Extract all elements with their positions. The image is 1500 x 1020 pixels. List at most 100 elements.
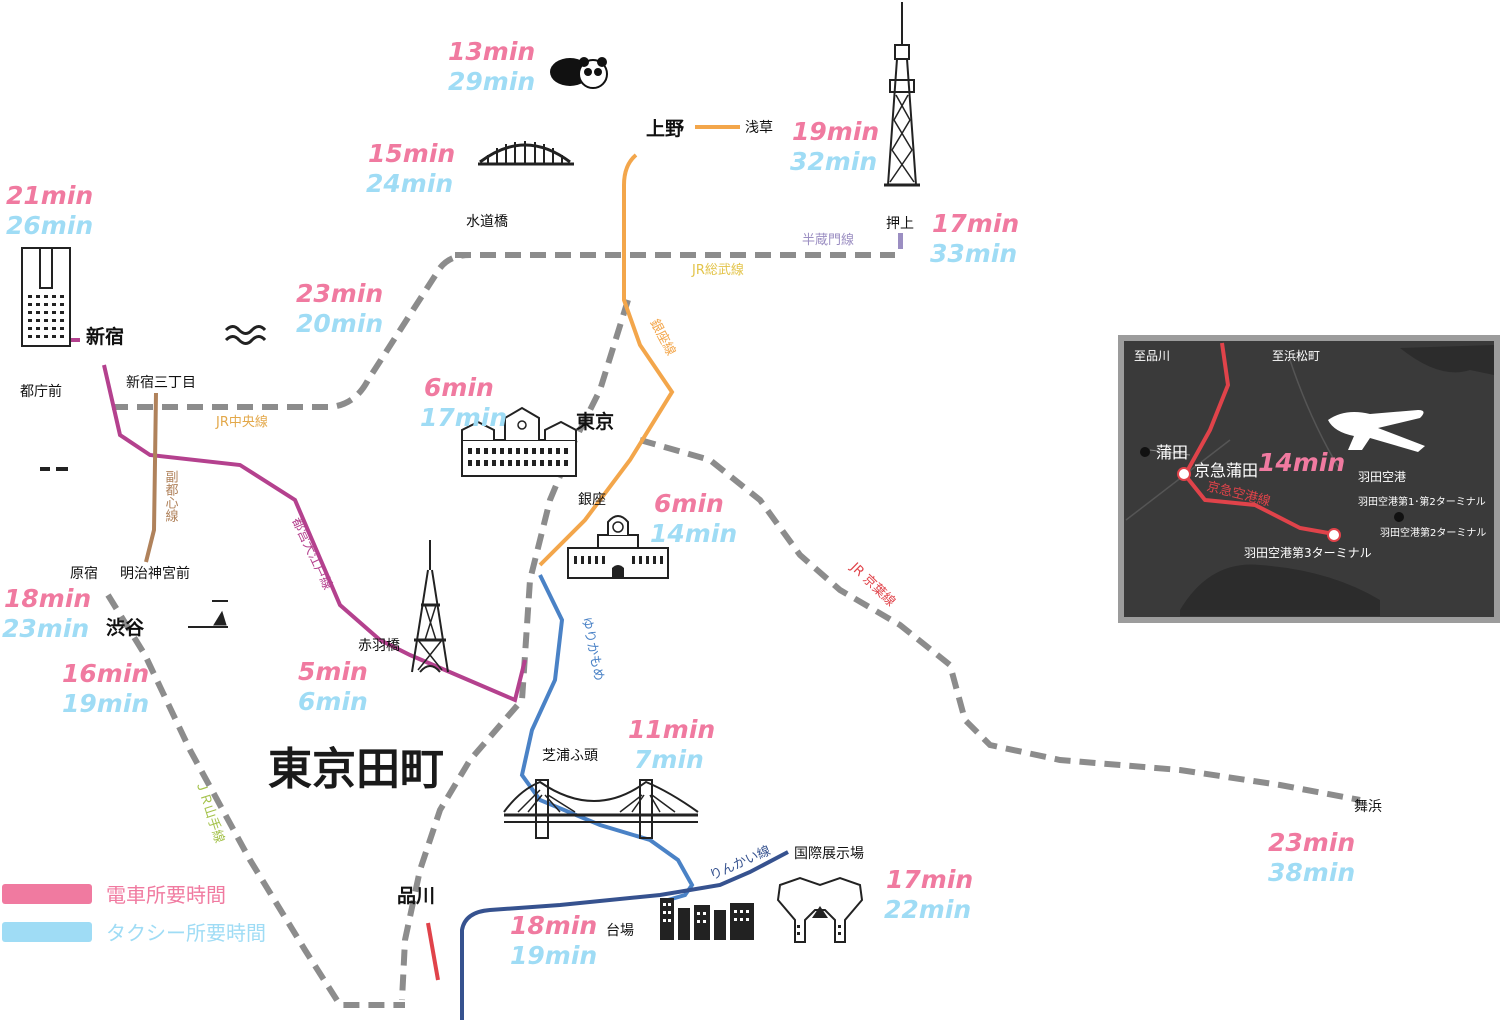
station-oshiage: 押上 — [886, 216, 914, 232]
station-akabanebashi: 赤羽橋 — [358, 638, 400, 654]
ueno-zoo-taxi-time: 29min — [448, 67, 535, 96]
tokyo-taxi-time: 17min — [420, 403, 507, 432]
jr-keiyo-line — [639, 437, 1361, 803]
maihama-rail-time: 23min — [1268, 828, 1355, 857]
inset-terminal-3: 羽田空港第3ターミナル — [1244, 546, 1372, 560]
line-label-jr-chuo: JR中央線 — [215, 414, 268, 430]
rainbow-bridge-icon — [503, 779, 699, 839]
ueno-zoo-rail-time: 13min — [448, 37, 535, 66]
station-shinjuku: 新宿 — [86, 325, 124, 348]
inset-terminal-3-dot — [1327, 528, 1341, 542]
bigsight-taxi-time: 22min — [884, 895, 971, 924]
oedo-line — [102, 364, 527, 703]
daiba-rail-time: 18min — [510, 911, 597, 940]
tocho-building-icon — [21, 247, 71, 347]
line-label-fukutoshin: 副都心線 — [163, 470, 179, 522]
inset-kamata-dot — [1140, 447, 1150, 457]
station-daiba: 台場 — [606, 923, 634, 939]
inset-terminal-2-dot — [1394, 512, 1404, 522]
daiba-taxi-time: 19min — [510, 941, 597, 970]
inset-keikyu-kamata-dot — [1177, 467, 1191, 481]
station-ueno: 上野 — [646, 118, 684, 140]
line-label-yurikamome: ゆりかもめ — [578, 616, 606, 683]
haneda-inset-map: 至品川 至浜松町 蒲田 京急蒲田 京急空港線 14min 羽田空港 羽田空港第1… — [1118, 335, 1500, 623]
suidobashi-taxi-time: 24min — [366, 169, 453, 198]
jr-chuo-line — [112, 252, 471, 410]
gyoen-taxi-time: 20min — [296, 309, 383, 338]
daiba-buildings-icon — [660, 898, 754, 940]
oshiage-taxi-time: 33min — [930, 239, 1017, 268]
inset-kamata: 蒲田 — [1156, 443, 1188, 462]
jr-yamanote-east-line — [399, 299, 631, 1001]
yurikamome-line — [519, 574, 695, 902]
harajuku-taxi-time: 19min — [62, 689, 149, 718]
shinjuku-taxi-time: 26min — [6, 211, 93, 240]
tower-rail-time: 5min — [298, 657, 368, 686]
rinkai-line — [460, 850, 789, 1020]
skytree-taxi-time: 32min — [790, 147, 877, 176]
bigsight-rail-time: 17min — [886, 865, 973, 894]
station-shinjuku-sanchome: 新宿三丁目 — [126, 374, 196, 391]
legend-taxi-swatch — [2, 922, 92, 942]
fukutoshin-line — [144, 392, 158, 563]
inset-to-shinagawa: 至品川 — [1134, 349, 1170, 363]
shibuya-rail-time: 18min — [4, 584, 91, 613]
station-shinagawa: 品川 — [397, 885, 435, 907]
gyoen-rail-time: 23min — [296, 279, 383, 308]
station-asakusa: 浅草 — [745, 120, 773, 136]
area-title: 東京田町 — [268, 744, 444, 795]
suidobashi-rail-time: 15min — [368, 139, 455, 168]
tokyo-station-icon — [461, 406, 577, 477]
wako-clock-building-icon — [567, 515, 669, 579]
line-label-oedo: 都営大江戸線 — [288, 515, 335, 592]
station-tokyo: 東京 — [576, 410, 614, 433]
inset-keikyu-line — [1182, 342, 1335, 536]
station-kokusai-tenjijo: 国際展示場 — [794, 846, 864, 862]
oshiage-rail-time: 17min — [932, 209, 1019, 238]
jr-yamanote-west-line — [105, 593, 405, 1008]
tokyo-rail-time: 6min — [424, 373, 494, 402]
station-meiji-jingumae: 明治神宮前 — [120, 565, 190, 582]
arch-bridge-icon — [478, 141, 574, 166]
rainbow-rail-time: 11min — [628, 715, 715, 744]
inset-terminal-2: 羽田空港第2ターミナル — [1380, 526, 1486, 539]
inset-haneda-airport: 羽田空港 — [1358, 470, 1406, 484]
panda-icon — [550, 57, 608, 89]
station-shibaura-futo: 芝浦ふ頭 — [542, 748, 598, 764]
shinjuku-rail-time: 21min — [6, 181, 93, 210]
legend: 電車所要時間 タクシー所要時間 — [2, 883, 266, 945]
tokyo-tower-icon — [411, 540, 449, 673]
station-maihama: 舞浜 — [1354, 799, 1382, 815]
big-sight-icon — [776, 876, 864, 943]
line-label-hanzomon: 半蔵門線 — [802, 232, 854, 248]
skytree-rail-time: 19min — [792, 117, 879, 146]
inset-terminal-12: 羽田空港第1･第2ターミナル — [1358, 495, 1486, 508]
station-shibuya: 渋谷 — [106, 616, 145, 639]
haneda-rail-time: 14min — [1258, 448, 1345, 477]
harajuku-rail-time: 16min — [62, 659, 149, 688]
rainbow-taxi-time: 7min — [634, 745, 704, 774]
line-label-jr-sobu: JR総武線 — [691, 262, 744, 278]
hanzomon-marker — [898, 233, 903, 249]
keikyu-line — [426, 922, 440, 981]
inset-keikyu-kamata: 京急蒲田 — [1194, 461, 1258, 480]
tower-taxi-time: 6min — [298, 687, 368, 716]
boat-icon — [188, 600, 228, 628]
ginza-line — [538, 153, 675, 567]
line-label-jr-keiyo: JR 京葉線 — [847, 559, 899, 610]
line-label-yamanote: ＪＲ山手線 — [192, 778, 227, 845]
station-tochomae: 都庁前 — [20, 383, 62, 400]
waves-icon — [224, 325, 267, 345]
legend-taxi-label: タクシー所要時間 — [106, 921, 266, 945]
inset-to-hamamatsucho: 至浜松町 — [1272, 349, 1320, 363]
ginza-rail-time: 6min — [654, 489, 724, 518]
line-label-ginza: 銀座線 — [646, 316, 678, 358]
station-suidobashi: 水道橋 — [466, 214, 508, 230]
station-harajuku: 原宿 — [70, 565, 98, 582]
ginza-taxi-time: 14min — [650, 519, 737, 548]
legend-rail-swatch — [2, 884, 92, 904]
airplane-icon — [1328, 410, 1425, 452]
station-ginza: 銀座 — [578, 492, 606, 508]
maihama-taxi-time: 38min — [1268, 858, 1355, 887]
